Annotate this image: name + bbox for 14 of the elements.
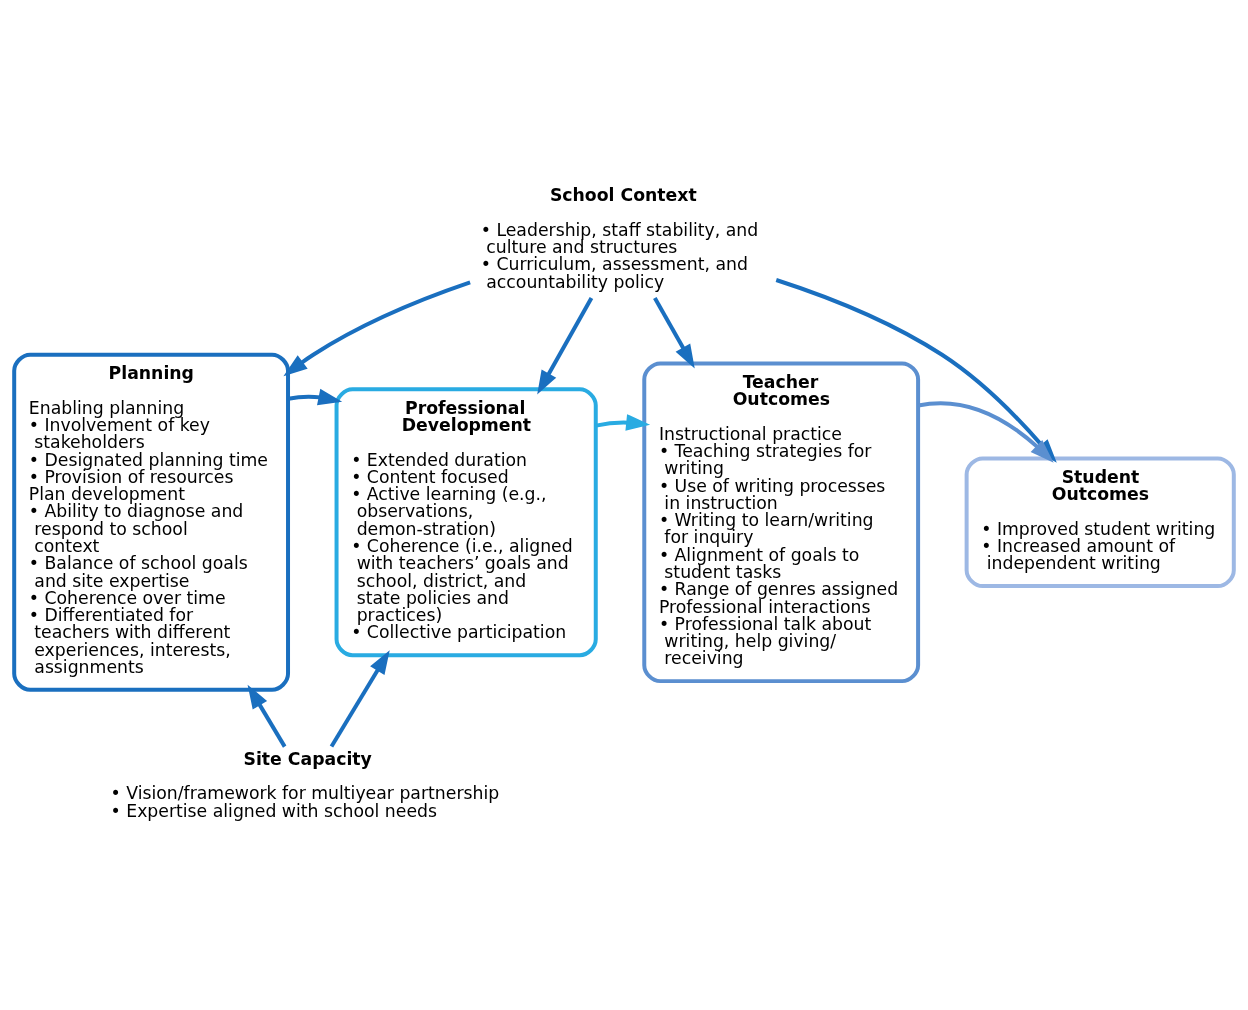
arrow: [537, 296, 594, 395]
node-box: Teacher Outcomes Instructional practice • Teaching strategies for writing • Use of writing processes in instruction • Writing to learn/writing for inquiry • Alignment of goals to student tasks • Range of genres assigned Professional interactions • Professional talk about writing, help giving/ receiving: [642, 361, 921, 684]
arrow: [595, 414, 651, 431]
node-text: Site Capacity • Vision/framework for multiyear partnership • Expertise aligned with school needs: [110, 748, 500, 821]
arrow: [917, 401, 1054, 463]
arrow: [329, 650, 390, 748]
arrow: [247, 684, 287, 748]
arrow: [287, 388, 343, 406]
node-box: Student Outcomes • Improved student writing • Increased amount of independent writing: [964, 456, 1236, 589]
arrow: [283, 280, 471, 377]
node-box: Professional Development • Extended duration • Content focused • Active learning (e.g., observations, demon-stration) • Coherence (i.e., aligned with teachers’ goals and school, district, and state policies and practices) • Collective participation: [334, 387, 598, 658]
arrow: [653, 296, 695, 369]
node-box: Planning Enabling planning • Involvement of key stakeholders • Designated planning time • Provision of resources Plan development • Ability to diagnose and respond to school context • Balance of school goals and site expertise • Coherence over time • Differentiated for teachers with different experiences, interests, assignments: [12, 352, 291, 692]
node-text: School Context • Leadership, staff stability, and culture and structures • Curriculum, assessment, and accountability policy: [480, 185, 759, 292]
